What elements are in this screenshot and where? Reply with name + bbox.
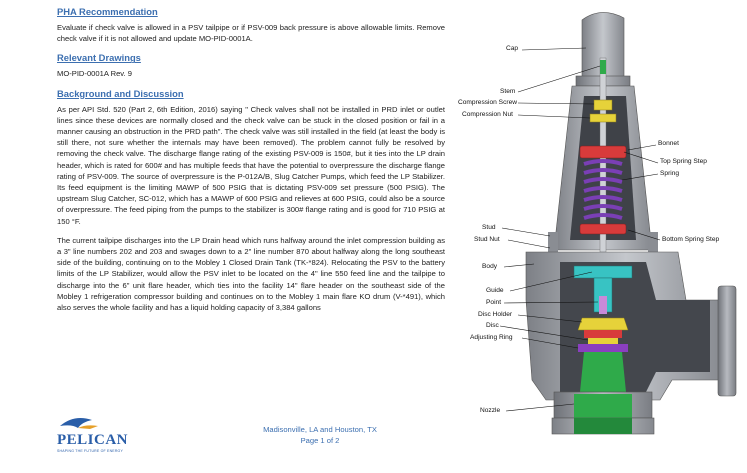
label-body: Body (482, 263, 498, 270)
label-point: Point (486, 299, 502, 306)
label-cap: Cap (506, 45, 519, 52)
label-disc: Disc (486, 322, 499, 329)
footer-location: Madisonville, LA and Houston, TX (263, 425, 377, 434)
label-nozzle: Nozzle (480, 407, 501, 414)
background-paragraph-2: The current tailpipe discharges into the… (57, 235, 445, 313)
heading-pha-recommendation: PHA Recommendation (57, 6, 158, 17)
label-compression-screw: Compression Screw (458, 99, 517, 106)
background-paragraph-1: As per API Std. 520 (Part 2, 6th Edition… (57, 104, 445, 226)
pelican-bird-icon (60, 418, 98, 429)
pelican-logo: PELICAN SHAPING THE FUTURE OF ENERGY (52, 412, 132, 460)
relief-valve-illustration (499, 12, 737, 435)
label-adjusting-ring: Adjusting Ring (470, 334, 513, 341)
logo-wordmark: PELICAN (57, 432, 129, 448)
relevant-drawings-paragraph: MO-PID-0001A Rev. 9 (57, 69, 132, 79)
heading-background-discussion: Background and Discussion (57, 87, 184, 99)
pha-recommendation-paragraph: Evaluate if check valve is allowed in a … (57, 23, 445, 44)
label-bottom-spring-step: Bottom Spring Step (662, 236, 720, 243)
label-top-spring-step: Top Spring Step (660, 158, 707, 165)
footer-page-number: Page 1 of 2 (300, 436, 340, 445)
label-bonnet: Bonnet (658, 140, 679, 147)
valve-cutaway-figure: Cap Stem Compression Screw Compression N… (456, 0, 747, 468)
text-column: PHA Recommendation Evaluate if check val… (57, 6, 445, 321)
label-guide: Guide (486, 287, 504, 294)
logo-tagline: SHAPING THE FUTURE OF ENERGY (57, 449, 124, 453)
label-stud: Stud (482, 224, 496, 231)
label-stud-nut: Stud Nut (474, 236, 500, 243)
label-stem: Stem (500, 88, 516, 95)
label-disc-holder: Disc Holder (478, 311, 513, 318)
label-compression-nut: Compression Nut (462, 111, 513, 118)
label-spring: Spring (660, 170, 680, 177)
heading-relevant-drawings: Relevant Drawings (57, 52, 141, 64)
